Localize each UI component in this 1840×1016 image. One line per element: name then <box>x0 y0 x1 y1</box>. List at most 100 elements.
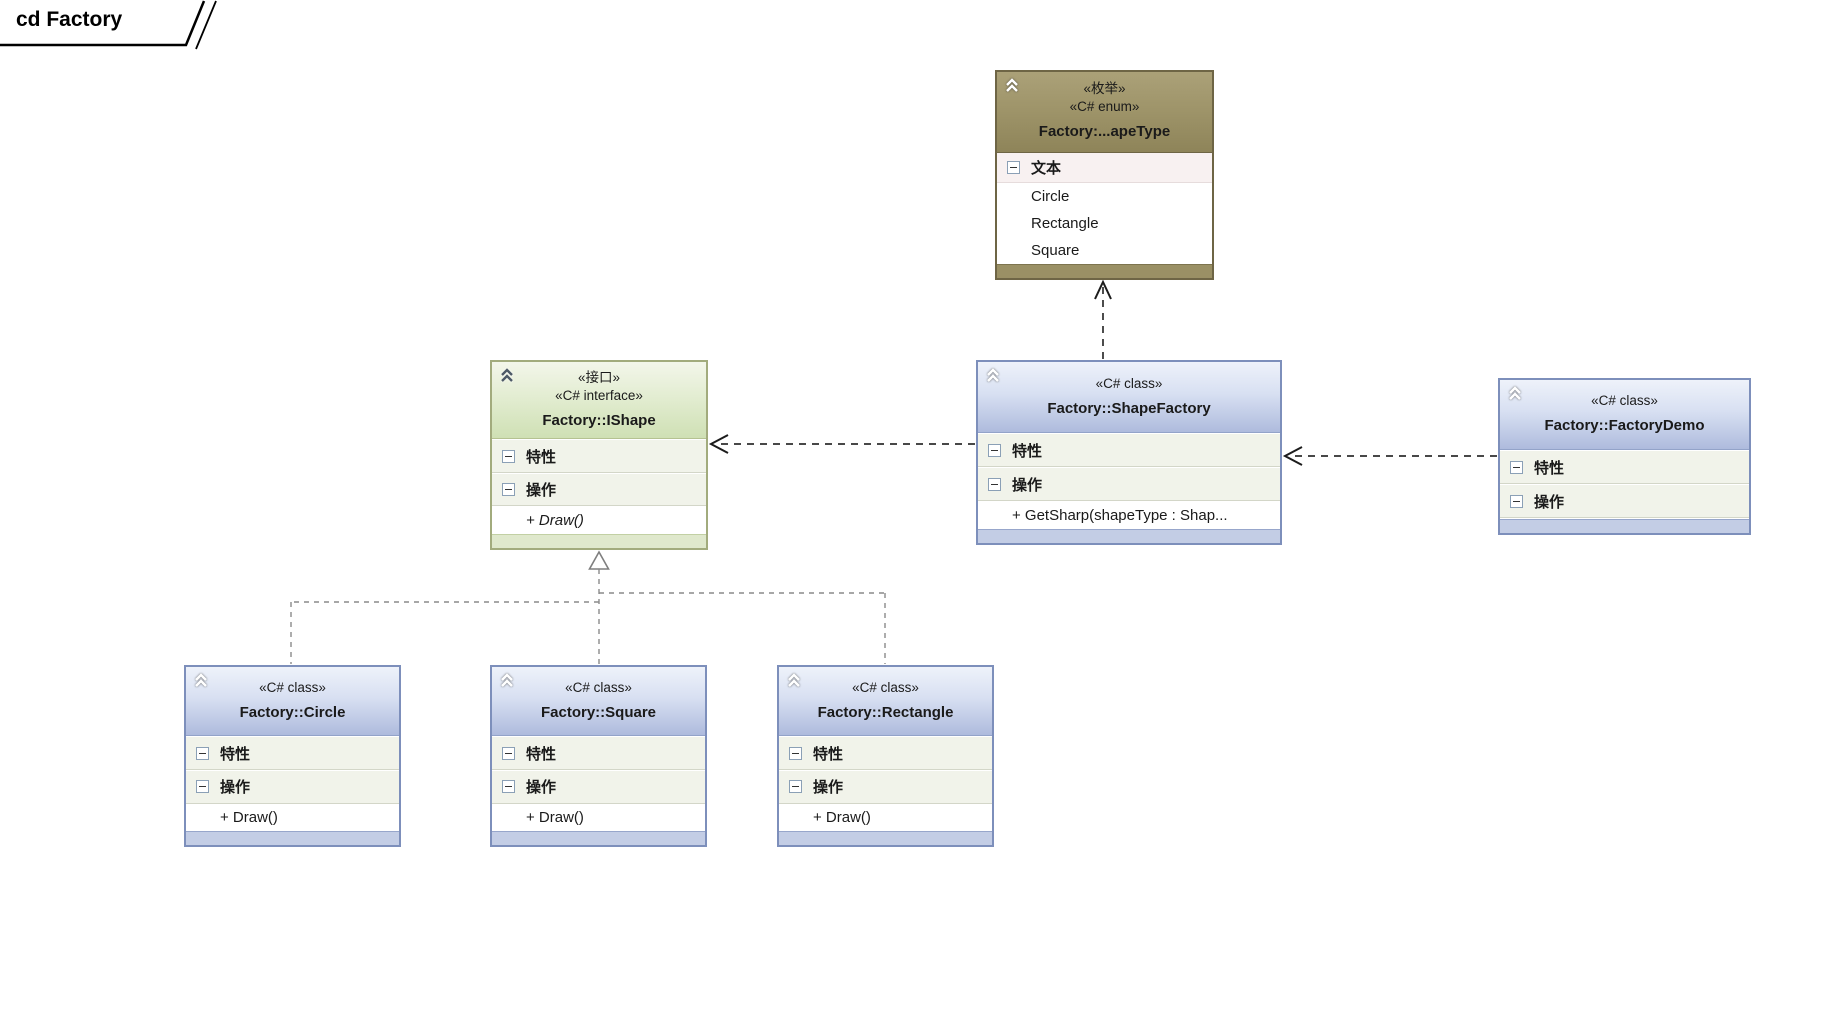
dependency-shapefactory-to-ishape[interactable] <box>708 434 975 454</box>
enum-literal: Square <box>1031 242 1080 260</box>
minus-box-icon[interactable] <box>789 746 802 760</box>
minus-box-icon[interactable] <box>502 780 515 794</box>
class-header: «C# class» Factory::Rectangle <box>779 667 992 737</box>
node-name: Factory:...apeType <box>1038 123 1171 141</box>
realization-line-circle <box>290 601 599 664</box>
node-footer <box>997 264 1212 278</box>
operations-compartment: 操作 <box>1500 484 1749 518</box>
operations-label: 操作 <box>1012 476 1043 494</box>
minus-box-icon[interactable] <box>196 780 209 794</box>
enum-literal: Rectangle <box>1031 215 1099 233</box>
stereotype: «C# class» <box>565 679 632 695</box>
operations-label: 操作 <box>813 779 844 797</box>
operation-signature: + Draw() <box>526 808 584 826</box>
minus-box-icon[interactable] <box>988 477 1001 491</box>
realization-line-rectangle <box>599 592 886 664</box>
diagram-title: cd Factory <box>16 8 123 31</box>
dependency-shapefactory-to-shapetype[interactable] <box>1094 279 1112 359</box>
operation-signature: + Draw() <box>813 808 871 826</box>
operation-row[interactable]: + Draw() <box>186 803 399 832</box>
attributes-compartment: 特性 <box>186 736 399 770</box>
collapse-chevron-icon[interactable] <box>193 673 209 688</box>
operations-label: 操作 <box>526 482 557 500</box>
stereotype: «C# class» <box>1095 375 1163 391</box>
operations-compartment: 操作 <box>779 769 992 804</box>
node-name: Factory::Square <box>540 703 657 721</box>
class-node-circle[interactable]: «C# class» Factory::Circle 特性 操作 + Draw(… <box>184 665 401 847</box>
collapse-chevron-icon[interactable] <box>1004 78 1020 93</box>
enum-literal-row[interactable]: 文本 <box>997 152 1212 184</box>
operation-row[interactable]: + Draw() <box>492 506 706 535</box>
collapse-chevron-icon[interactable] <box>985 368 1001 383</box>
enum-literal: Circle <box>1031 188 1070 206</box>
minus-box-icon[interactable] <box>196 746 209 760</box>
operation-row[interactable]: + Draw() <box>779 803 992 832</box>
dependency-factorydemo-to-shapefactory[interactable] <box>1282 446 1497 466</box>
attributes-compartment: 特性 <box>978 433 1280 467</box>
enum-literal-row[interactable]: Square <box>997 237 1212 265</box>
operation-row[interactable]: + Draw() <box>492 803 705 832</box>
diagram-frame-tab: cd Factory <box>0 0 240 54</box>
attributes-label: 特性 <box>813 745 844 763</box>
operations-compartment: 操作 <box>492 472 706 507</box>
enum-node-shapetype[interactable]: «枚举» «C# enum» Factory:...apeType 文本 Cir… <box>995 70 1214 280</box>
class-node-rectangle[interactable]: «C# class» Factory::Rectangle 特性 操作 + Dr… <box>777 665 994 847</box>
node-footer <box>1500 519 1749 533</box>
stereotype: «C# interface» <box>555 387 643 403</box>
operation-row[interactable]: + GetSharp(shapeType : Shap... <box>978 501 1280 529</box>
realization-tree-to-ishape[interactable] <box>290 550 886 664</box>
node-footer <box>186 831 399 846</box>
node-name: Factory::Rectangle <box>817 703 954 721</box>
operation-signature: + GetSharp(shapeType : Shap... <box>1012 506 1228 524</box>
attributes-compartment: 特性 <box>492 439 706 473</box>
class-node-square[interactable]: «C# class» Factory::Square 特性 操作 + Draw(… <box>490 665 707 847</box>
enum-header: «枚举» «C# enum» Factory:...apeType <box>997 72 1212 153</box>
minus-box-icon[interactable] <box>1510 494 1523 508</box>
collapse-chevron-icon[interactable] <box>1507 386 1523 401</box>
enum-literal-row[interactable]: Rectangle <box>997 210 1212 238</box>
node-footer <box>978 529 1280 543</box>
collapse-chevron-icon[interactable] <box>499 673 515 688</box>
stereotype: «C# enum» <box>1069 99 1140 115</box>
operation-signature: + Draw() <box>220 808 278 826</box>
stereotype: «C# class» <box>852 679 919 695</box>
enum-literal-row[interactable]: Circle <box>997 183 1212 211</box>
node-name: Factory::ShapeFactory <box>1047 399 1211 417</box>
interface-node-ishape[interactable]: «接口» «C# interface» Factory::IShape 特性 操… <box>490 360 708 550</box>
minus-box-icon[interactable] <box>502 449 515 463</box>
class-node-shapefactory[interactable]: «C# class» Factory::ShapeFactory 特性 操作 +… <box>976 360 1282 545</box>
attributes-label: 特性 <box>526 448 557 466</box>
operations-compartment: 操作 <box>492 769 705 804</box>
minus-box-icon[interactable] <box>502 483 515 497</box>
operation-signature: + Draw() <box>526 511 584 529</box>
class-header: «C# class» Factory::Circle <box>186 667 399 737</box>
attributes-label: 特性 <box>220 745 251 763</box>
collapse-chevron-icon[interactable] <box>499 368 515 383</box>
attributes-label: 特性 <box>1012 442 1043 460</box>
operations-compartment: 操作 <box>978 467 1280 501</box>
minus-box-icon[interactable] <box>1007 161 1020 175</box>
operations-label: 操作 <box>526 779 557 797</box>
stereotype: «C# class» <box>1591 393 1658 408</box>
attributes-compartment: 特性 <box>492 736 705 770</box>
enum-literal: 文本 <box>1031 160 1062 178</box>
operations-label: 操作 <box>220 779 251 797</box>
minus-box-icon[interactable] <box>502 746 515 760</box>
attributes-label: 特性 <box>526 745 557 763</box>
minus-box-icon[interactable] <box>789 780 802 794</box>
interface-header: «接口» «C# interface» Factory::IShape <box>492 362 706 440</box>
node-footer <box>492 831 705 846</box>
minus-box-icon[interactable] <box>1510 460 1523 474</box>
stereotype-local: «枚举» <box>1083 81 1126 97</box>
operations-label: 操作 <box>1534 493 1565 511</box>
node-footer <box>779 831 992 846</box>
class-header: «C# class» Factory::Square <box>492 667 705 737</box>
realization-triangle-icon <box>588 550 610 570</box>
minus-box-icon[interactable] <box>988 443 1001 457</box>
attributes-compartment: 特性 <box>1500 450 1749 484</box>
class-node-factorydemo[interactable]: «C# class» Factory::FactoryDemo 特性 操作 <box>1498 378 1751 535</box>
node-name: Factory::Circle <box>239 703 346 721</box>
collapse-chevron-icon[interactable] <box>786 673 802 688</box>
frame-tab-outline <box>0 0 217 50</box>
